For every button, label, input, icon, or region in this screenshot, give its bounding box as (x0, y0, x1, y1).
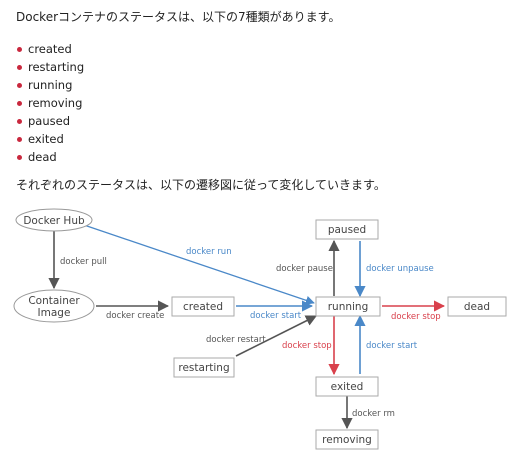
node-label-removing: removing (322, 434, 372, 446)
list-item: running (16, 76, 84, 94)
state-list: created restarting running removing paus… (16, 40, 84, 166)
edge-docker-restart (235, 315, 318, 357)
node-label-running: running (328, 301, 369, 313)
label-docker-restart: docker restart (206, 335, 266, 345)
node-removing: removing (315, 429, 379, 450)
node-label-dead: dead (464, 301, 490, 313)
list-item: exited (16, 130, 84, 148)
label-docker-start-exited: docker start (366, 341, 418, 351)
label-docker-pause: docker pause (276, 264, 333, 274)
node-container-image: Container Image (13, 289, 95, 323)
node-label-paused: paused (328, 224, 366, 236)
label-docker-run: docker run (186, 247, 232, 257)
node-label-container: Container (28, 295, 80, 307)
label-docker-unpause: docker unpause (366, 264, 434, 274)
label-docker-stop-exited: docker stop (282, 341, 332, 351)
node-restarting: restarting (173, 357, 235, 378)
list-item: created (16, 40, 84, 58)
intro-text: Dockerコンテナのステータスは、以下の7種類があります。 (16, 10, 341, 24)
list-item: restarting (16, 58, 84, 76)
node-label-created: created (183, 301, 223, 313)
label-docker-pull: docker pull (60, 257, 107, 267)
label-docker-start-created: docker start (250, 311, 302, 321)
node-exited: exited (315, 376, 379, 397)
label-docker-stop-dead: docker stop (391, 312, 441, 322)
label-docker-rm: docker rm (352, 409, 395, 419)
label-docker-create: docker create (106, 311, 164, 321)
node-created: created (171, 296, 235, 317)
node-label-docker-hub: Docker Hub (23, 215, 85, 227)
node-label-restarting: restarting (178, 362, 229, 374)
node-label-image: Image (38, 307, 71, 319)
list-item: dead (16, 148, 84, 166)
list-item: paused (16, 112, 84, 130)
node-running: running (315, 296, 381, 317)
node-docker-hub: Docker Hub (15, 208, 93, 232)
edge-docker-run (83, 224, 315, 305)
list-item: removing (16, 94, 84, 112)
node-paused: paused (315, 219, 379, 240)
outro-text: それぞれのステータスは、以下の遷移図に従って変化していきます。 (16, 178, 386, 192)
node-dead: dead (447, 296, 507, 317)
node-label-exited: exited (331, 381, 364, 393)
